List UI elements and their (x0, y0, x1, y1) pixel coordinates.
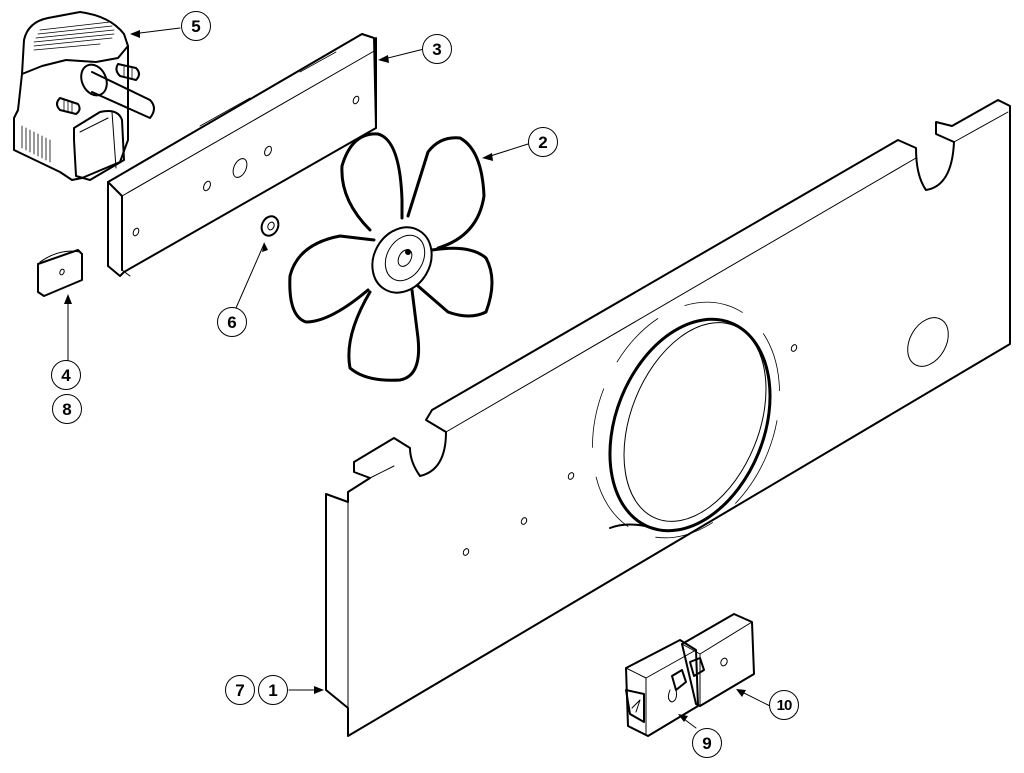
switch-right[interactable] (681, 613, 755, 707)
leader-lines (64, 27, 771, 729)
callout-4[interactable]: 4 (51, 360, 81, 390)
switch-left[interactable] (625, 639, 705, 737)
callout-3[interactable]: 3 (422, 34, 452, 64)
callout-6[interactable]: 6 (217, 307, 247, 337)
clip[interactable] (37, 249, 83, 297)
callout-8[interactable]: 8 (52, 394, 82, 424)
callout-5[interactable]: 5 (181, 11, 211, 41)
back-panel[interactable] (325, 99, 1011, 737)
callout-2[interactable]: 2 (528, 127, 558, 157)
callout-7[interactable]: 7 (225, 675, 255, 705)
callout-10[interactable]: 10 (769, 690, 799, 720)
nut[interactable] (259, 214, 282, 239)
motor-bracket[interactable] (107, 33, 377, 277)
callout-1[interactable]: 1 (258, 675, 288, 705)
callout-9[interactable]: 9 (692, 728, 722, 758)
fan-motor[interactable] (13, 11, 155, 181)
fan-blade[interactable] (288, 132, 494, 382)
